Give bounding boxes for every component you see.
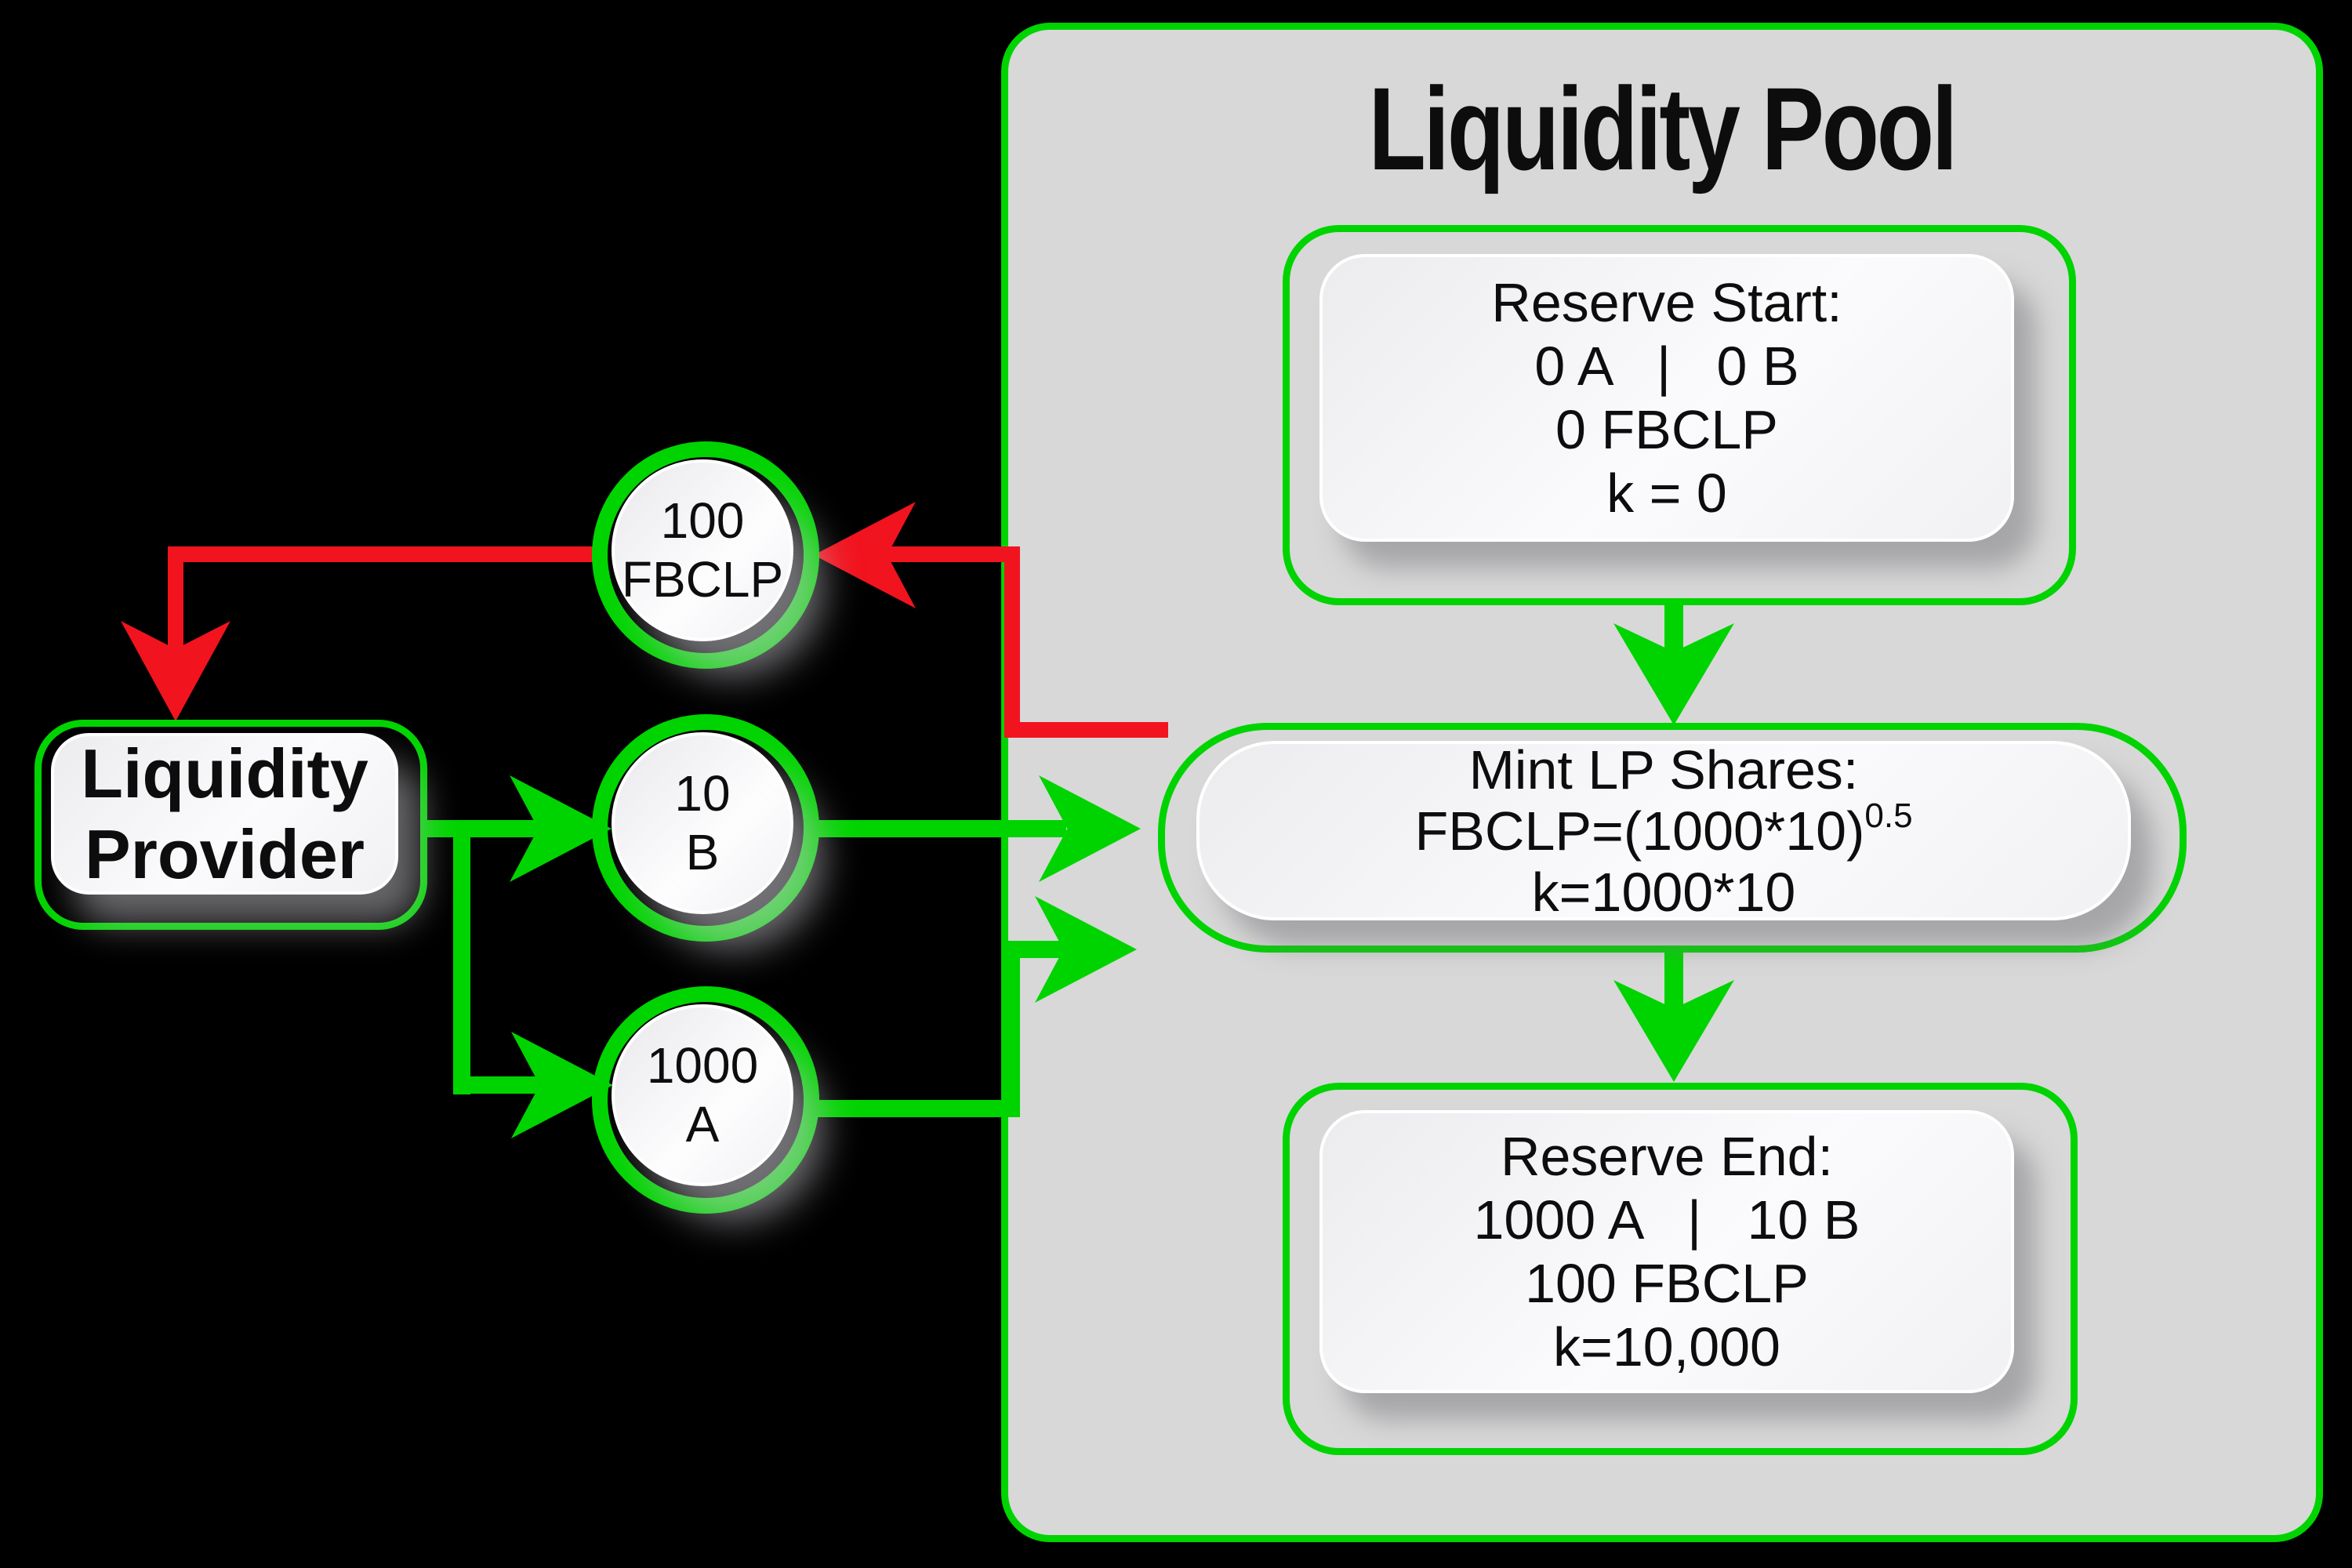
reserve-end-balances: 1000 A | 10 B (1473, 1189, 1860, 1250)
token-fbclp-circle: 100 FBCLP (592, 441, 819, 669)
token-b-amount: 10 (674, 765, 731, 822)
token-fbclp-symbol: FBCLP (621, 551, 784, 608)
red-mint-to-fbclp-segment (1019, 722, 1168, 738)
green-provider-to-a-segment (453, 820, 470, 1094)
mint-formula: FBCLP=(1000*10)0.5 (1414, 797, 1913, 862)
reserve-end-title: Reserve End: (1500, 1125, 1834, 1187)
token-b-circle: 10 B (592, 714, 819, 942)
token-fbclp-amount: 100 (660, 492, 745, 549)
green-provider-to-b-segment (427, 820, 545, 837)
token-a-inner: 1000 A (612, 1004, 793, 1186)
red-mint-to-fbclp-segment (1004, 546, 1020, 738)
green-provider-to-a-segment (453, 1076, 539, 1094)
reserve-end-lp-supply: 100 FBCLP (1525, 1252, 1809, 1314)
liquidity-provider-box: Liquidity Provider (34, 720, 427, 930)
reserve-start-title: Reserve Start: (1491, 271, 1842, 333)
reserve-start-lp-supply: 0 FBCLP (1555, 398, 1778, 460)
panel-title-text: Liquidity Pool (1368, 63, 1958, 194)
reserve-start-balances: 0 A | 0 B (1534, 335, 1799, 397)
token-a-amount: 1000 (646, 1037, 759, 1094)
green-a-to-mint-segment (1003, 949, 1020, 1117)
green-a-to-mint-segment (815, 1100, 1020, 1117)
token-b-inner: 10 B (612, 732, 793, 914)
liquidity-provider-label: Provider (84, 815, 365, 893)
token-fbclp-inner: 100 FBCLP (612, 459, 793, 641)
mint-lp-shares-inner: Mint LP Shares: FBCLP=(1000*10)0.5 k=100… (1196, 739, 2131, 923)
reserve-start-inner: Reserve Start: 0 A | 0 B 0 FBCLP k = 0 (1319, 254, 2014, 542)
liquidity-provider-label: Liquidity (81, 735, 368, 812)
panel-title: Liquidity Pool (1001, 61, 2323, 197)
mint-k: k=1000*10 (1531, 861, 1796, 923)
reserve-start-box: Reserve Start: 0 A | 0 B 0 FBCLP k = 0 (1283, 225, 2076, 605)
green-a-to-mint-segment (1003, 941, 1069, 958)
token-a-symbol: A (685, 1096, 720, 1152)
token-b-symbol: B (685, 824, 720, 880)
red-fbclp-to-provider-segment (168, 554, 183, 672)
red-fbclp-to-provider-segment (168, 546, 593, 562)
reserve-end-k: k=10,000 (1553, 1316, 1780, 1377)
reserve-end-inner: Reserve End: 1000 A | 10 B 100 FBCLP k=1… (1319, 1110, 2014, 1393)
mint-lp-shares-box: Mint LP Shares: FBCLP=(1000*10)0.5 k=100… (1158, 723, 2187, 953)
green-b-to-mint-segment (815, 820, 1066, 837)
red-mint-to-fbclp-segment (878, 546, 1020, 562)
reserve-start-k: k = 0 (1606, 462, 1727, 524)
mint-title: Mint LP Shares: (1468, 739, 1859, 800)
mint-formula-base: FBCLP=(1000*10) (1414, 800, 1865, 862)
liquidity-provider-inner: Liquidity Provider (51, 733, 398, 895)
mint-formula-exponent: 0.5 (1864, 797, 1913, 836)
reserve-end-box: Reserve End: 1000 A | 10 B 100 FBCLP k=1… (1283, 1083, 2078, 1455)
token-a-circle: 1000 A (592, 986, 819, 1214)
